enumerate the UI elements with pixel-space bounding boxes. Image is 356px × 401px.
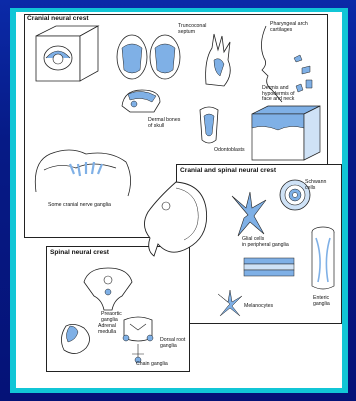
label-melanocytes: Melanocytes — [244, 304, 273, 310]
label-truncoconal-septum: Truncoconal septum — [178, 24, 206, 35]
label-enteric-ganglia: Enteric ganglia — [313, 296, 330, 307]
label-adrenal-medulla: Adrenal medulla — [98, 324, 116, 335]
label-glial-cells: Glial cells in peripheral ganglia — [242, 237, 289, 248]
skull-illustration — [118, 86, 164, 116]
enteric-gut-illustration — [310, 224, 336, 294]
melanocyte-layers-illustration — [240, 252, 298, 280]
tooth-illustration — [196, 106, 222, 146]
panel-spinal-title: Spinal neural crest — [50, 249, 109, 256]
dermis-block-illustration — [250, 104, 322, 162]
label-preaortic-ganglia: Preaortic ganglia — [101, 312, 122, 323]
embryo-illustration — [136, 178, 212, 264]
label-schwann-cells: Schwann cells — [305, 180, 326, 191]
label-chain-ganglia: Chain ganglia — [136, 362, 168, 368]
label-odontoblasts: Odontoblasts — [214, 148, 245, 154]
glial-cell-illustration — [228, 190, 268, 240]
panel-cranial-title: Cranial neural crest — [27, 15, 89, 22]
preaortic-section-illustration — [78, 266, 138, 312]
label-cranial-ganglia: Some cranial nerve ganglia — [48, 203, 111, 209]
panel-cranial-spinal-title: Cranial and spinal neural crest — [180, 167, 276, 174]
head-pair-illustration — [115, 30, 183, 85]
spinal-cord-section-illustration — [118, 314, 158, 366]
adrenal-illustration — [56, 322, 100, 358]
embryo-head-block-illustration — [28, 26, 108, 84]
label-dermal-bones: Dermal bones of skull — [148, 118, 180, 129]
melanocyte-cell-illustration — [216, 290, 244, 318]
cranial-ganglia-illustration — [30, 142, 134, 200]
hand-septum-illustration — [200, 30, 238, 88]
label-dorsal-root-ganglia: Dorsal root ganglia — [160, 338, 185, 349]
label-pharyngeal-arch: Pharyngeal arch cartilages — [270, 22, 308, 33]
label-dermis: Dermis and hypodermis of face and neck — [262, 86, 295, 103]
